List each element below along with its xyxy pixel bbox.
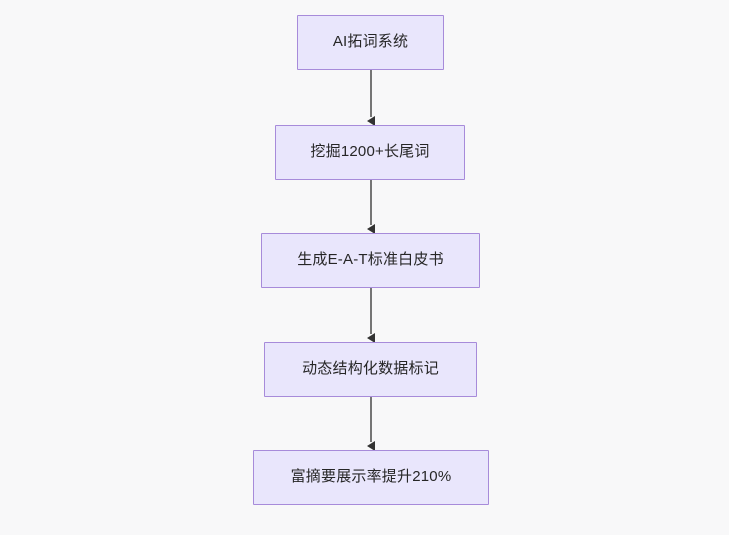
flow-node-generate-eat-whitepaper[interactable]: 生成E-A-T标准白皮书 xyxy=(261,233,480,288)
flow-node-label: 富摘要展示率提升210% xyxy=(290,468,452,486)
flow-node-label: 挖掘1200+长尾词 xyxy=(310,143,430,161)
flow-node-label: AI拓词系统 xyxy=(332,33,409,51)
flow-node-dynamic-structured-data-markup[interactable]: 动态结构化数据标记 xyxy=(264,342,477,397)
flow-node-label: 动态结构化数据标记 xyxy=(302,360,439,378)
flow-node-mine-longtail-keywords[interactable]: 挖掘1200+长尾词 xyxy=(275,125,465,180)
flow-node-ai-keyword-system[interactable]: AI拓词系统 xyxy=(297,15,444,70)
flow-node-label: 生成E-A-T标准白皮书 xyxy=(297,251,444,269)
flow-node-rich-snippet-rate-increase[interactable]: 富摘要展示率提升210% xyxy=(253,450,489,505)
